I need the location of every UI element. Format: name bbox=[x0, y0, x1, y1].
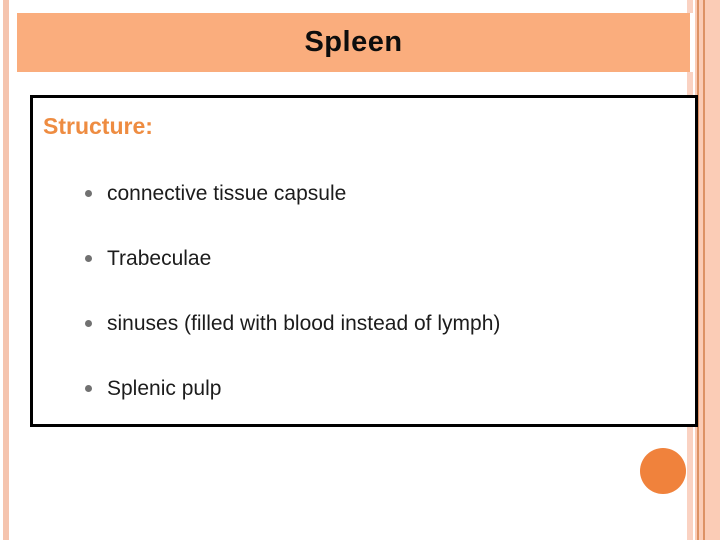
accent-circle bbox=[640, 448, 686, 494]
bullet-item: sinuses (filled with blood instead of ly… bbox=[85, 312, 685, 336]
content-heading: Structure: bbox=[43, 113, 153, 139]
bullet-text: Trabeculae bbox=[107, 247, 212, 270]
bullet-text: connective tissue capsule bbox=[107, 182, 347, 205]
bullet-dot-icon bbox=[85, 385, 92, 392]
title-bar: Spleen bbox=[17, 13, 690, 72]
bullet-item: Trabeculae bbox=[85, 247, 685, 271]
slide-title: Spleen bbox=[304, 26, 403, 58]
title-bar-right-gap bbox=[685, 13, 695, 72]
bullet-text: sinuses (filled with blood instead of ly… bbox=[107, 312, 501, 335]
right-edge-dark-line bbox=[703, 0, 705, 540]
bullet-dot-icon bbox=[85, 255, 92, 262]
bullet-text: Splenic pulp bbox=[107, 377, 222, 400]
bullet-list: connective tissue capsule Trabeculae sin… bbox=[33, 182, 695, 401]
bullet-item: Splenic pulp bbox=[85, 377, 685, 401]
right-edge-stripe-band bbox=[695, 0, 720, 540]
bullet-dot-icon bbox=[85, 320, 92, 327]
right-edge-dark-line bbox=[697, 0, 699, 540]
left-edge-stripe bbox=[3, 0, 9, 540]
content-box: Structure: connective tissue capsule Tra… bbox=[30, 95, 698, 427]
bullet-item: connective tissue capsule bbox=[85, 182, 685, 206]
bullet-dot-icon bbox=[85, 190, 92, 197]
